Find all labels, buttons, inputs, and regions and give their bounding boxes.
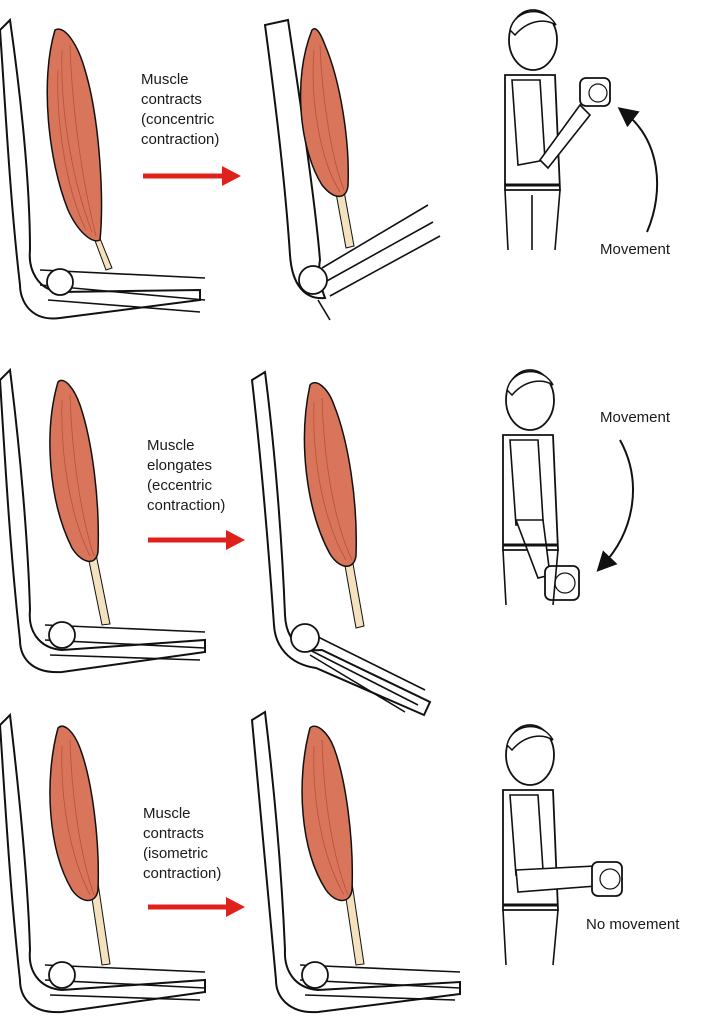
elbow-joint — [48, 961, 76, 989]
tendon — [87, 553, 111, 626]
row-eccentric — [0, 367, 634, 717]
description-label-eccentric: Muscle elongates (eccentric contraction) — [147, 436, 225, 516]
dumbbell-plate — [599, 868, 621, 890]
upper-arm — [509, 794, 544, 876]
upper-arm — [511, 79, 546, 166]
humerus-bone — [250, 710, 461, 1014]
hair — [506, 725, 554, 752]
muscle-fiber-lines — [61, 739, 95, 896]
description-line: (concentric — [141, 111, 215, 128]
muscle-fiber-lines — [312, 44, 345, 193]
muscle-fiber-lines — [61, 394, 95, 557]
forearm-bone — [317, 204, 441, 321]
description-line: contraction) — [143, 865, 222, 882]
arm-diagram-after — [250, 710, 461, 1014]
legs — [504, 189, 561, 251]
description-line: (isometric — [143, 845, 209, 862]
movement-label-concentric: Movement — [600, 241, 671, 258]
arm-diagram-after — [250, 370, 432, 717]
arm-diagram-after — [263, 18, 441, 321]
description-label-isometric: Muscle contracts (isometric contraction) — [143, 804, 221, 884]
description-line: contraction) — [141, 131, 220, 148]
tendon — [343, 557, 365, 629]
elbow-joint — [290, 623, 320, 653]
legs — [502, 909, 559, 966]
muscle-fiber-lines — [313, 739, 349, 896]
row-isometric — [0, 710, 623, 1014]
elbow-joint — [298, 265, 328, 295]
description-line: elongates — [147, 457, 213, 474]
forearm-horizontal — [515, 865, 597, 893]
muscle-fiber-lines — [313, 397, 353, 561]
humerus-bone — [0, 367, 206, 674]
upper-arm — [509, 439, 544, 526]
muscle — [49, 379, 100, 562]
muscle — [299, 28, 350, 198]
hair — [509, 10, 557, 37]
description-line: contracts — [143, 825, 204, 842]
arm-diagram-before — [0, 712, 206, 1014]
description-line: Muscle — [147, 437, 195, 454]
legs — [502, 549, 559, 606]
row-concentric — [0, 9, 659, 321]
movement-arrow — [617, 107, 659, 233]
description-line: (eccentric — [147, 477, 213, 494]
direction-arrowhead — [226, 530, 245, 550]
muscle — [303, 382, 358, 567]
muscle-fiber-lines — [57, 44, 97, 237]
elbow-joint — [48, 621, 76, 649]
forearm-bone — [299, 627, 426, 713]
movement-label-eccentric: Movement — [600, 409, 671, 426]
dumbbell-plate — [554, 572, 576, 594]
description-label-concentric: Muscle contracts (concentric contraction… — [141, 70, 219, 150]
person-figure — [502, 369, 580, 606]
movement-label-isometric: No movement — [586, 916, 680, 933]
elbow-joint — [46, 268, 74, 296]
description-line: contraction) — [147, 497, 226, 514]
direction-arrowhead — [222, 166, 241, 186]
person-figure — [502, 724, 623, 966]
humerus-bone — [250, 370, 432, 717]
arm-diagram-before — [0, 367, 206, 674]
description-line: contracts — [141, 91, 202, 108]
direction-arrowhead — [226, 897, 245, 917]
muscle — [301, 725, 354, 902]
person-figure — [504, 9, 611, 251]
description-line: Muscle — [143, 805, 191, 822]
forearm-raised — [538, 103, 592, 170]
arm-diagram-before — [0, 17, 206, 320]
movement-arrow — [596, 439, 634, 572]
hair — [506, 370, 554, 397]
elbow-joint — [301, 961, 329, 989]
description-line: Muscle — [141, 71, 189, 88]
humerus-bone — [0, 712, 206, 1014]
dumbbell-plate — [588, 83, 608, 103]
muscle — [46, 28, 103, 242]
muscle — [49, 725, 100, 902]
